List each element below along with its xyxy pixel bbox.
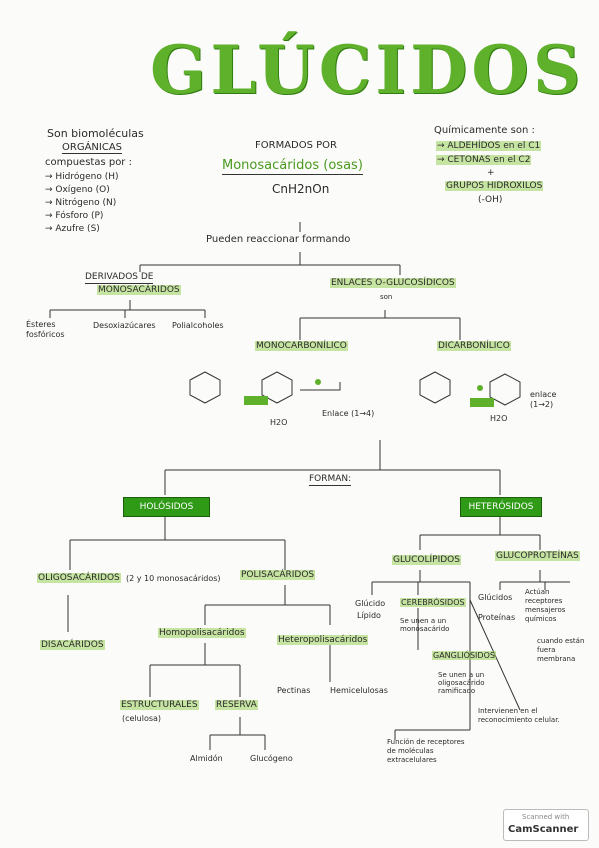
glucogeno-label: Glucógeno	[250, 754, 293, 763]
formula: CnH2nOn	[272, 182, 330, 196]
actuan-label: Actúan receptores mensajeros químicos	[525, 588, 566, 623]
almidon-label: Almidón	[190, 754, 223, 763]
element-item: → Nitrógeno (N)	[45, 198, 117, 208]
element-item: → Azufre (S)	[45, 224, 100, 234]
intro-line-2: ORGÁNICAS	[62, 142, 123, 154]
intro-line-3: compuestas por :	[45, 157, 132, 168]
gangliosidos-label: GANGLIÓSIDOS	[432, 651, 496, 660]
forman-label: FORMAN:	[309, 474, 352, 486]
glucolipidos-label: GLUCOLÍPIDOS	[392, 555, 461, 565]
estructurales-label: ESTRUCTURALES	[120, 700, 199, 710]
dicarbonilico-title: DICARBONÍLICO	[437, 341, 511, 351]
water-di: H2O	[490, 414, 508, 423]
element-item: → Hidrógeno (H)	[45, 172, 119, 182]
monosacaridos-label: Monosacáridos (osas)	[222, 158, 363, 175]
enlace-1-4: Enlace (1→4)	[322, 409, 375, 418]
element-item: → Oxígeno (O)	[45, 185, 110, 195]
oligo-note: (2 y 10 monosacáridos)	[126, 574, 221, 583]
pueden-label: Pueden reaccionar formando	[206, 234, 351, 245]
page-title: GLÚCIDOS	[150, 31, 585, 109]
aldehidos-item: → ALDEHÍDOS en el C1	[436, 141, 542, 151]
pectinas-label: Pectinas	[277, 686, 311, 695]
plus-sign: +	[487, 168, 495, 178]
cetonas-item: → CETONAS en el C2	[436, 155, 532, 165]
cerebrosidos-note: Se unen a un monosacárido	[400, 617, 450, 633]
gp-glucidos-label: Glúcidos	[478, 593, 513, 602]
disacaridos-label: DISACÁRIDOS	[40, 640, 105, 650]
enlaces-title: ENLACES O-GLUCOSÍDICOS	[330, 278, 456, 288]
stamp-line-1: Scanned with	[522, 813, 570, 821]
heteropolisacaridos-label: Heteropolisacáridos	[277, 635, 369, 645]
homopolisacaridos-label: Homopolisacáridos	[158, 628, 246, 638]
polialcoholes-label: Polialcoholes	[172, 321, 224, 330]
derivados-title-2: MONOSACÁRIDOS	[97, 285, 181, 295]
oh-formula: (-OH)	[478, 195, 503, 205]
son-label: son	[380, 293, 393, 301]
hidroxilos-item: GRUPOS HIDROXILOS	[445, 181, 544, 191]
intervienen-label: Intervienen en el reconocimiento celular…	[478, 707, 560, 724]
gp-proteinas-label: Proteínas	[478, 613, 516, 622]
stamp-line-2: CamScanner	[508, 824, 579, 835]
gangliosidos-note: Se unen a un oligosacárido ramificado	[438, 671, 485, 695]
element-item: → Fósforo (P)	[45, 211, 104, 221]
formados-label: FORMADOS POR	[255, 140, 337, 151]
glucoproteinas-label: GLUCOPROTEÍNAS	[495, 551, 580, 561]
celulosa-label: (celulosa)	[122, 714, 162, 723]
esteres-label: Ésteres fosfóricos	[26, 320, 65, 339]
quimicamente-label: Químicamente son :	[434, 125, 535, 136]
water-mono: H2O	[270, 418, 288, 427]
monocarbonilico-title: MONOCARBONÍLICO	[255, 341, 348, 351]
polisacaridos-label: POLISACÁRIDOS	[240, 570, 316, 580]
desoxiazucares-label: Desoxiazúcares	[93, 321, 156, 330]
lipido-label: Lípido	[357, 611, 381, 620]
funcion-label: Función de receptores de moléculas extra…	[387, 738, 465, 764]
enlace-1-2: enlace (1→2)	[530, 390, 557, 409]
reserva-label: RESERVA	[215, 700, 258, 710]
hemicelulosas-label: Hemicelulosas	[330, 686, 388, 695]
holosidos-box: HOLÓSIDOS	[123, 497, 210, 517]
derivados-title-1: DERIVADOS DE	[85, 272, 154, 284]
intro-line-1: Son biomoléculas	[47, 127, 144, 140]
camscanner-stamp: Scanned with CamScanner	[503, 809, 589, 841]
cuando-label: cuando están fuera membrana	[537, 637, 585, 663]
heterosidos-box: HETERÓSIDOS	[460, 497, 542, 517]
cerebrosidos-label: CEREBRÓSIDOS	[400, 598, 466, 607]
oligosacaridos-label: OLIGOSACÁRIDOS	[37, 573, 121, 583]
glucido-label: Glúcido	[355, 599, 386, 608]
